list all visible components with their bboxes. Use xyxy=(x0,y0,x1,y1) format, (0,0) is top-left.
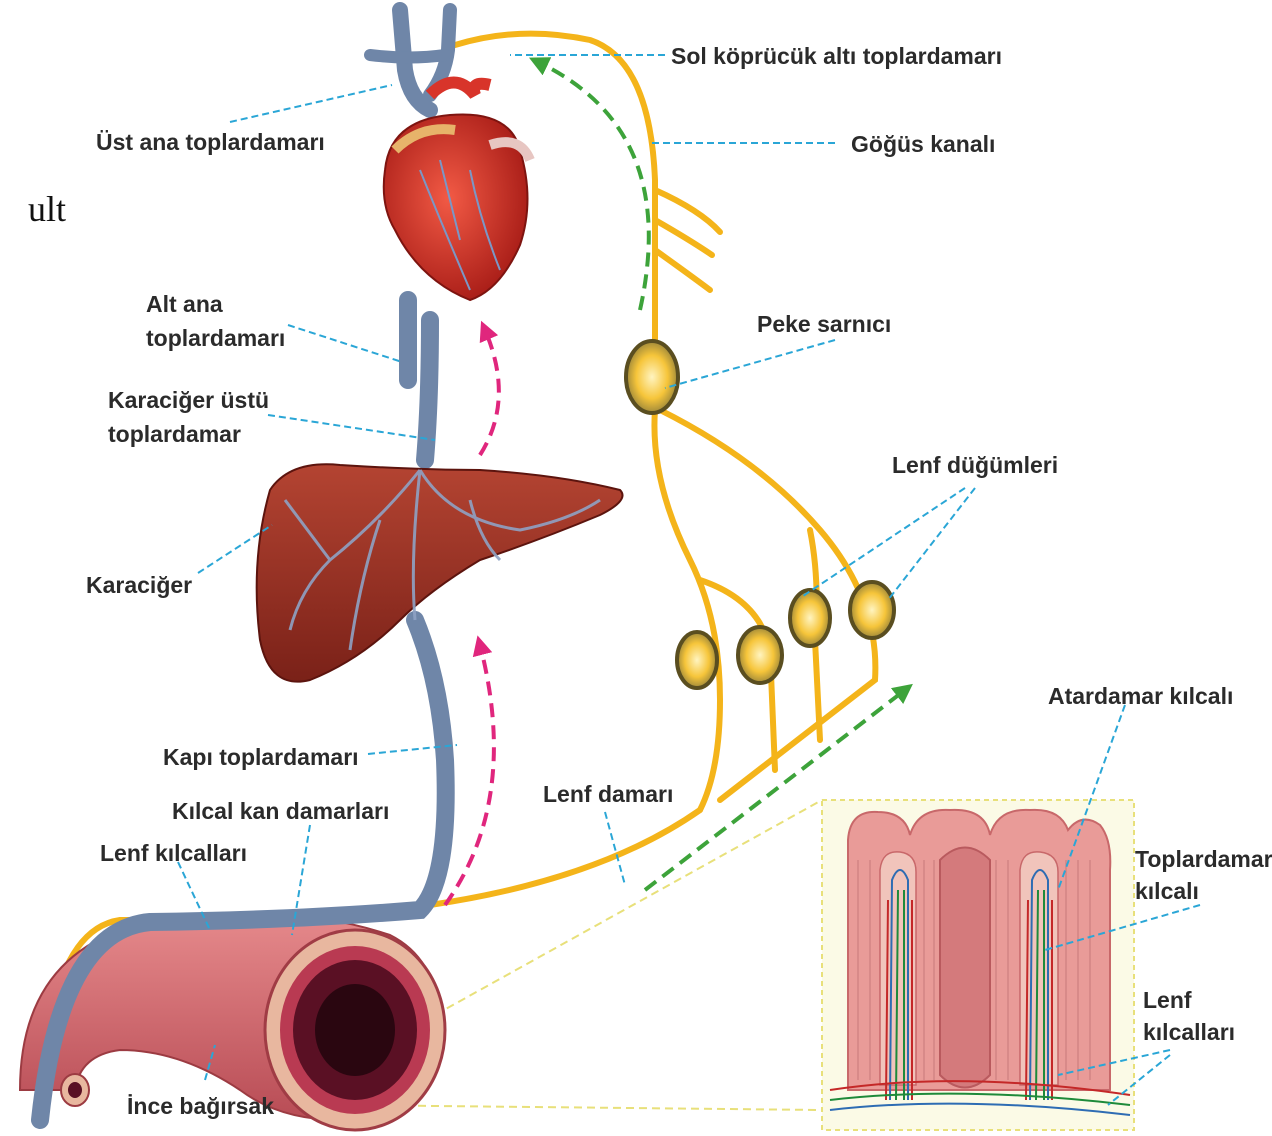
label-venous-capillary-line1: Toplardamar xyxy=(1135,843,1272,875)
label-lymph-vessel: Lenf damarı xyxy=(543,778,673,810)
label-lymph-capillaries-inset-line1: Lenf xyxy=(1143,984,1192,1016)
label-venous-capillary-line2: kılcalı xyxy=(1135,875,1199,907)
lymph-nodes-art xyxy=(626,341,894,688)
label-portal-vein: Kapı toplardamarı xyxy=(163,741,359,773)
cropped-fragment-text: ult xyxy=(28,188,66,230)
villus-inset xyxy=(822,800,1134,1130)
label-inferior-vena-cava-line1: Alt ana xyxy=(146,288,223,320)
label-liver: Karaciğer xyxy=(86,569,192,601)
label-thoracic-duct: Göğüs kanalı xyxy=(851,128,995,160)
label-arterial-capillary: Atardamar kılcalı xyxy=(1048,680,1233,712)
label-lymph-capillaries: Lenf kılcalları xyxy=(100,837,247,869)
label-left-subclavian-vein: Sol köprücük altı toplardamarı xyxy=(671,40,1002,72)
label-blood-capillaries: Kılcal kan damarları xyxy=(172,795,389,827)
label-lymph-nodes: Lenf düğümleri xyxy=(892,449,1058,481)
label-lymph-capillaries-inset-line2: kılcalları xyxy=(1143,1016,1235,1048)
liver-art xyxy=(257,464,623,681)
label-cisterna-chyli: Peke sarnıcı xyxy=(757,308,891,340)
label-superior-vena-cava: Üst ana toplardamarı xyxy=(96,126,325,158)
label-hepatic-vein-line1: Karaciğer üstü xyxy=(108,384,269,416)
label-hepatic-vein-line2: toplardamar xyxy=(108,418,241,450)
heart-art xyxy=(384,83,530,301)
label-inferior-vena-cava-line2: toplardamarı xyxy=(146,322,285,354)
label-small-intestine: İnce bağırsak xyxy=(127,1090,274,1122)
